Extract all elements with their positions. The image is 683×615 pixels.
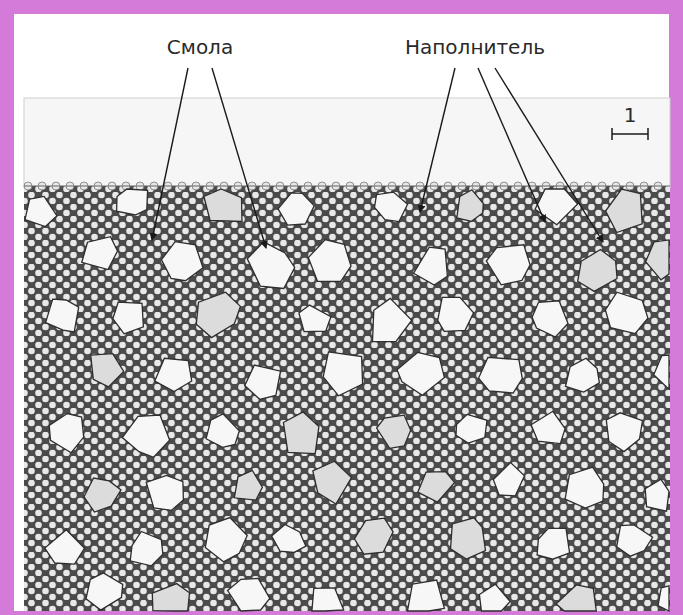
part-label: Смола <box>165 36 235 58</box>
scale-number: 1 <box>622 104 639 126</box>
upper-zone <box>24 98 670 188</box>
scale-bar <box>612 128 648 140</box>
leader-lines <box>152 68 603 248</box>
filler-particles <box>25 189 669 611</box>
resin-matrix <box>24 186 670 611</box>
paper <box>14 14 669 611</box>
part-label: Наполнитель <box>403 36 547 58</box>
